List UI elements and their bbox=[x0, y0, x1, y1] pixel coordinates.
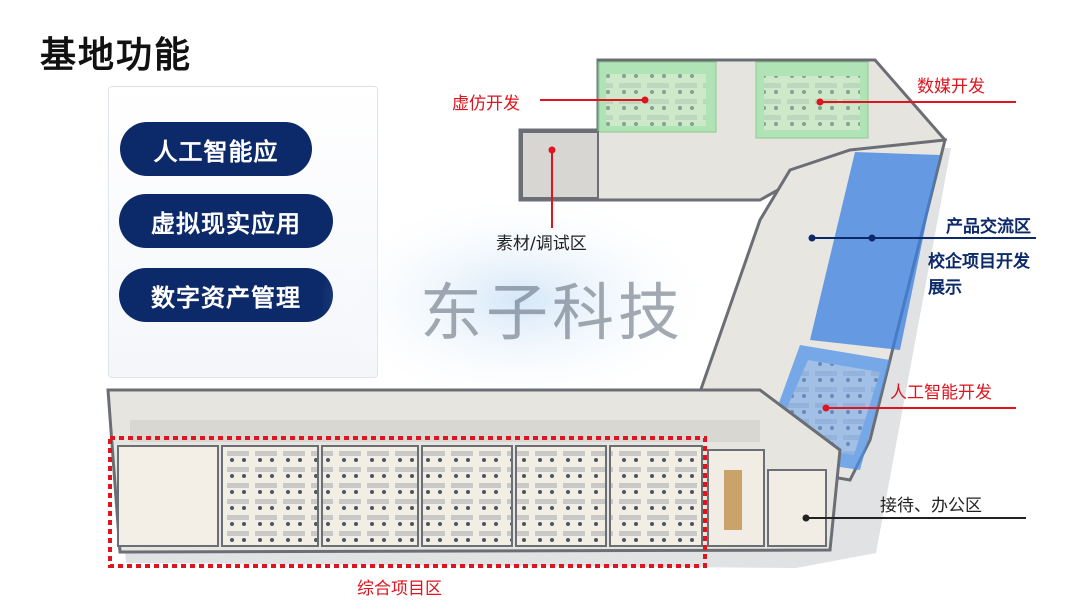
label-school-enterprise: 校企项目开发 bbox=[928, 252, 1030, 272]
label-integrated-project: 综合项目区 bbox=[357, 579, 442, 599]
feature-pill-vr[interactable]: 虚拟现实应用 bbox=[119, 194, 333, 248]
feature-pill-ai[interactable]: 人工智能应 bbox=[120, 122, 312, 176]
corridor bbox=[130, 420, 760, 442]
page-title: 基地功能 bbox=[40, 35, 193, 76]
watermark-logo: 东子科技 bbox=[420, 276, 685, 349]
reception-room bbox=[767, 469, 827, 547]
label-showcase: 展示 bbox=[928, 278, 962, 298]
room-6 bbox=[609, 445, 703, 547]
material-room bbox=[521, 131, 599, 199]
label-product-exchange: 产品交流区 bbox=[946, 217, 1031, 237]
feature-pill-asset[interactable]: 数字资产管理 bbox=[119, 268, 333, 322]
room-3 bbox=[321, 445, 419, 547]
room-1 bbox=[117, 445, 219, 547]
meeting-table bbox=[724, 470, 742, 530]
label-reception-office: 接待、办公区 bbox=[880, 496, 982, 516]
room-4 bbox=[421, 445, 513, 547]
room-5 bbox=[515, 445, 607, 547]
label-digital-media: 数媒开发 bbox=[917, 77, 985, 97]
product-exchange-room bbox=[810, 152, 940, 350]
room-2 bbox=[221, 445, 319, 547]
label-ai-dev: 人工智能开发 bbox=[890, 383, 992, 403]
watermark-glow bbox=[320, 190, 720, 410]
label-vr-dev: 虚仿开发 bbox=[452, 94, 520, 114]
integrated-project-outline bbox=[108, 436, 707, 568]
label-material: 素材/调试区 bbox=[496, 234, 587, 254]
